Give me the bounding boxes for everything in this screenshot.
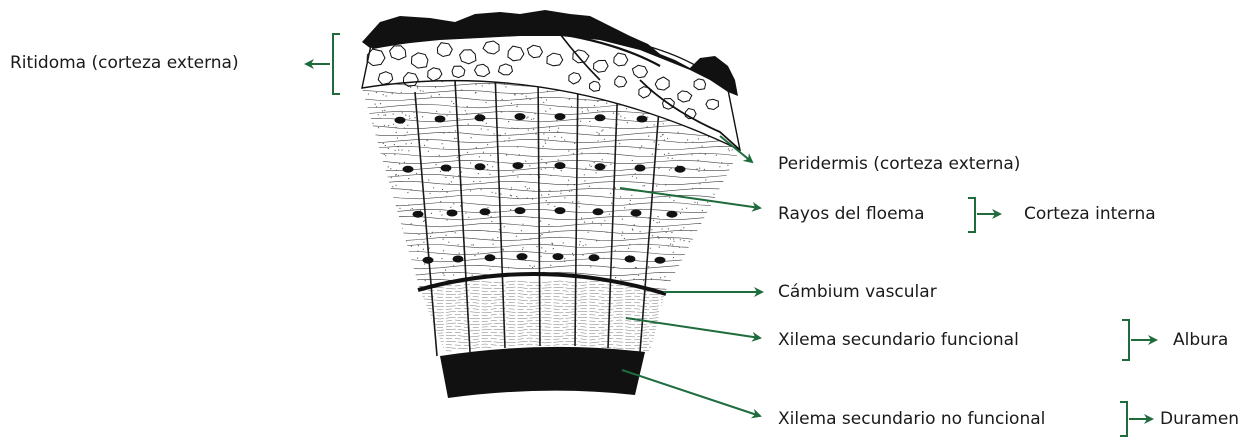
label-xilema-funcional: Xilema secundario funcional (778, 330, 1019, 350)
ray-cell (635, 165, 646, 172)
ray-cell (441, 165, 452, 172)
ray-cell (667, 211, 678, 218)
ray-cell (515, 113, 526, 120)
ray-cell (625, 256, 636, 263)
ray-cell (517, 253, 528, 260)
ray-cell (447, 210, 458, 217)
label-albura: Albura (1173, 330, 1228, 350)
ray-cell (453, 256, 464, 263)
ray-cell (593, 208, 604, 215)
ray-cell (555, 162, 566, 169)
label-cambium: Cámbium vascular (778, 282, 937, 302)
ray-cell (475, 114, 486, 121)
ray-cell (595, 163, 606, 170)
label-xilema-no-funcional: Xilema secundario no funcional (778, 409, 1045, 429)
ray-cell (555, 113, 566, 120)
ray-cell (485, 254, 496, 261)
ray-cell (423, 257, 434, 264)
ray-cell (553, 253, 564, 260)
ray-cell (475, 163, 486, 170)
xilema-no-funcional-arrow (622, 370, 760, 416)
ray-cell (515, 207, 526, 214)
label-rayos-floema: Rayos del floema (778, 204, 925, 224)
label-ritidoma: Ritidoma (corteza externa) (10, 53, 239, 73)
label-duramen: Duramen (1160, 409, 1239, 429)
heartwood-block (440, 347, 645, 398)
albura-bracket (1122, 320, 1129, 360)
xilema-funcional-arrow (626, 318, 760, 338)
ray-cell (513, 162, 524, 169)
ray-cell (675, 166, 686, 173)
ray-cell (413, 211, 424, 218)
ray-cell (435, 116, 446, 123)
ray-cell (589, 254, 600, 261)
duramen-bracket (1120, 402, 1127, 436)
ray-cell (403, 166, 414, 173)
ray-cell (595, 114, 606, 121)
corteza-interna-bracket (968, 198, 975, 232)
label-peridermis: Peridermis (corteza externa) (778, 154, 1020, 174)
ray-cell (631, 210, 642, 217)
ray-cell (555, 207, 566, 214)
label-corteza-interna: Corteza interna (1024, 204, 1156, 224)
ray-cell (480, 208, 491, 215)
ray-cell (395, 117, 406, 124)
ray-cell (637, 116, 648, 123)
ritidoma-bracket (333, 34, 340, 94)
ray-cell (655, 257, 666, 264)
